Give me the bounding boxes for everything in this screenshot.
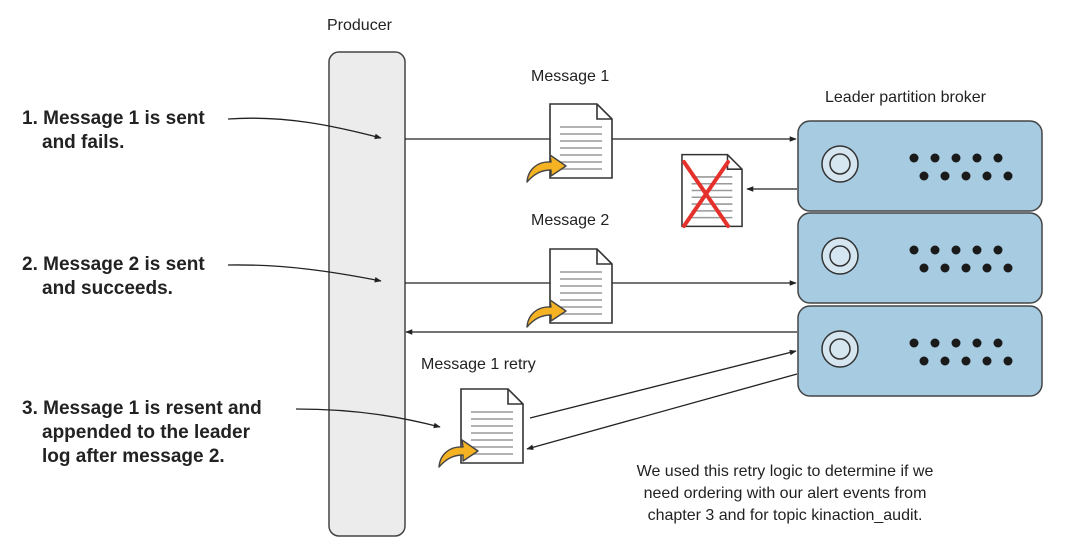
step-1-connector bbox=[227, 117, 382, 140]
producer-label: Producer bbox=[327, 17, 392, 34]
message-1-document bbox=[526, 103, 613, 183]
retry-document bbox=[438, 388, 524, 468]
step-2-connector bbox=[227, 264, 382, 283]
step-3-text: 3. Message 1 is resent and appended to t… bbox=[22, 398, 262, 467]
disk-icon bbox=[821, 237, 859, 275]
message-2-document bbox=[526, 248, 613, 328]
disk-icon bbox=[821, 145, 859, 183]
step-1-text: 1. Message 1 is sent and fails. bbox=[22, 108, 205, 153]
retry-note: We used this retry logic to determine if… bbox=[636, 463, 934, 524]
retry-send-arrow bbox=[529, 349, 797, 419]
retry-ack-arrow bbox=[526, 373, 798, 451]
fail-x-icon bbox=[682, 160, 730, 228]
status-dots-icon bbox=[909, 245, 1013, 273]
broker-label: Leader partition broker bbox=[825, 89, 986, 106]
broker-node-3 bbox=[797, 305, 1043, 397]
disk-icon bbox=[821, 330, 859, 368]
broker-node-2 bbox=[797, 212, 1043, 304]
broker-node-1 bbox=[797, 120, 1043, 212]
failed-message-document bbox=[681, 153, 743, 228]
retry-label: Message 1 retry bbox=[421, 356, 536, 373]
message-2-label: Message 2 bbox=[531, 212, 610, 229]
status-dots-icon bbox=[909, 338, 1013, 366]
message-1-label: Message 1 bbox=[531, 68, 610, 85]
step-3-connector bbox=[295, 408, 441, 429]
status-dots-icon bbox=[909, 153, 1013, 181]
producer-bar bbox=[328, 51, 406, 537]
step-2-text: 2. Message 2 is sent and succeeds. bbox=[22, 254, 205, 299]
